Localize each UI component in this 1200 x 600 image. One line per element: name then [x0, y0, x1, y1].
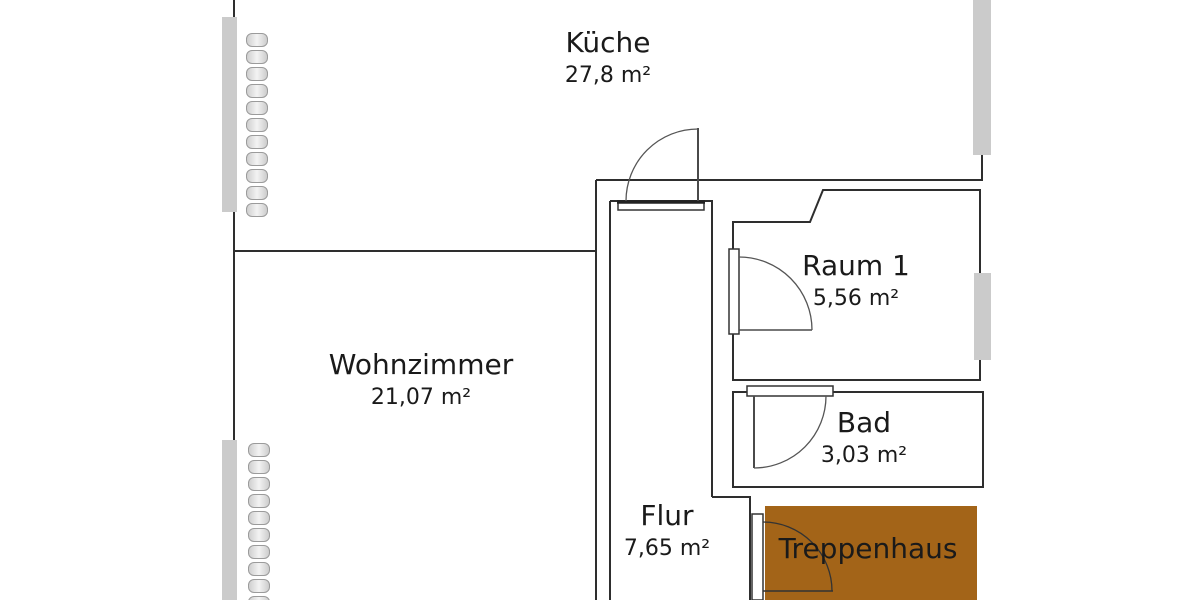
room-area: 5,56 m² — [812, 286, 900, 311]
room-name: Raum 1 — [802, 249, 910, 282]
wall-raum1-outline — [732, 189, 981, 381]
window-kueche-left — [222, 17, 237, 212]
window-raum1-right — [974, 273, 991, 360]
door-swing-arc-bad — [753, 395, 827, 469]
radiator-kueche-icon — [246, 33, 268, 220]
room-name: Flur — [640, 499, 694, 532]
room-area: 21,07 m² — [370, 385, 472, 410]
room-label-wohnzimmer: Wohnzimmer 21,07 m² — [329, 349, 513, 411]
room-name: Treppenhaus — [778, 532, 958, 565]
door-swing-arc-treppenhaus — [762, 521, 833, 592]
wall-bad-outline — [732, 391, 984, 488]
room-label-raum1: Raum 1 5,56 m² — [802, 250, 910, 312]
room-label-bad: Bad 3,03 m² — [821, 407, 907, 469]
room-area: 27,8 m² — [564, 63, 652, 88]
treppenhaus-floor — [765, 506, 977, 600]
radiator-wohnzimmer-icon — [248, 443, 270, 600]
room-name: Küche — [565, 26, 651, 59]
door-frame-treppenhaus — [751, 513, 764, 600]
room-name: Bad — [836, 406, 892, 439]
door-swing-arc-raum1 — [738, 256, 813, 331]
door-frame-raum1 — [728, 248, 740, 335]
room-area: 3,03 m² — [820, 443, 908, 468]
window-kueche-right — [973, 0, 991, 155]
room-area: 7,65 m² — [623, 536, 711, 561]
room-name: Wohnzimmer — [328, 348, 514, 381]
window-wohnzimmer-left — [222, 440, 237, 600]
door-sill-bad — [746, 385, 834, 397]
room-label-treppenhaus: Treppenhaus — [779, 533, 958, 565]
door-swing-arc-kueche — [625, 128, 699, 202]
room-label-flur: Flur 7,65 m² — [624, 500, 710, 562]
room-label-kueche: Küche 27,8 m² — [565, 27, 651, 89]
